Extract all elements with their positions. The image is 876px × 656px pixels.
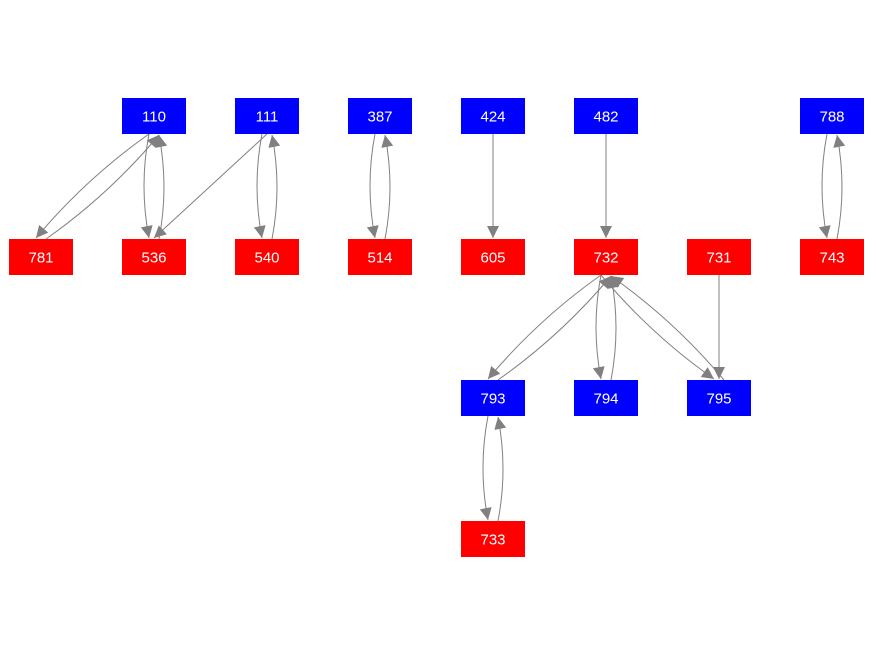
node-box bbox=[574, 239, 638, 275]
node-795[interactable]: 795 bbox=[687, 380, 751, 416]
node-box bbox=[122, 239, 186, 275]
edge-743-to-788 bbox=[833, 134, 846, 240]
edge-111-to-540 bbox=[253, 133, 266, 239]
node-label: 111 bbox=[256, 109, 279, 126]
node-label: 788 bbox=[819, 109, 844, 126]
node-label: 795 bbox=[706, 391, 731, 408]
node-label: 743 bbox=[819, 250, 844, 267]
nodes-layer: 110 111 387 424 482 788 781 536 540 514 605 732 731 7… bbox=[9, 98, 864, 557]
edge-733-to-793 bbox=[494, 416, 507, 522]
node-label: 424 bbox=[480, 109, 505, 126]
node-424[interactable]: 424 bbox=[461, 98, 525, 134]
node-794[interactable]: 794 bbox=[574, 380, 638, 416]
node-box bbox=[461, 380, 525, 416]
edge-781-to-110 bbox=[45, 134, 160, 240]
node-box bbox=[348, 98, 412, 134]
node-label: 540 bbox=[254, 250, 279, 267]
edge-732-to-795 bbox=[600, 274, 715, 380]
edge-788-to-743 bbox=[818, 133, 831, 239]
node-box bbox=[687, 239, 751, 275]
edge-110-to-781 bbox=[35, 133, 150, 239]
node-label: 732 bbox=[593, 250, 618, 267]
node-box bbox=[687, 380, 751, 416]
node-788[interactable]: 788 bbox=[800, 98, 864, 134]
node-label: 536 bbox=[141, 250, 166, 267]
edge-793-to-732 bbox=[497, 275, 612, 381]
node-box bbox=[461, 98, 525, 134]
node-label: 794 bbox=[593, 391, 618, 408]
node-733[interactable]: 733 bbox=[461, 521, 525, 557]
node-box bbox=[235, 98, 299, 134]
edge-387-to-514 bbox=[366, 133, 379, 239]
node-label: 733 bbox=[480, 532, 505, 549]
node-box bbox=[461, 239, 525, 275]
node-label: 514 bbox=[367, 250, 392, 267]
edges-layer bbox=[35, 133, 846, 522]
node-box bbox=[235, 239, 299, 275]
node-label: 605 bbox=[480, 250, 505, 267]
node-box bbox=[348, 239, 412, 275]
node-731[interactable]: 731 bbox=[687, 239, 751, 275]
node-box bbox=[9, 239, 73, 275]
node-label: 387 bbox=[367, 109, 392, 126]
edge-536-to-110 bbox=[155, 134, 168, 240]
node-514[interactable]: 514 bbox=[348, 239, 412, 275]
node-box bbox=[574, 98, 638, 134]
node-111[interactable]: 111 bbox=[235, 98, 299, 134]
node-box bbox=[574, 380, 638, 416]
node-box bbox=[461, 521, 525, 557]
edge-732-to-794 bbox=[592, 274, 605, 380]
node-387[interactable]: 387 bbox=[348, 98, 412, 134]
node-label: 781 bbox=[28, 250, 53, 267]
edge-110-to-536 bbox=[140, 133, 153, 239]
node-box bbox=[800, 239, 864, 275]
node-540[interactable]: 540 bbox=[235, 239, 299, 275]
node-box bbox=[800, 98, 864, 134]
edge-540-to-111 bbox=[268, 134, 281, 240]
node-732[interactable]: 732 bbox=[574, 239, 638, 275]
edge-793-to-733 bbox=[479, 415, 492, 521]
edge-732-to-793 bbox=[487, 274, 602, 380]
node-482[interactable]: 482 bbox=[574, 98, 638, 134]
node-label: 482 bbox=[593, 109, 618, 126]
node-label: 793 bbox=[480, 391, 505, 408]
node-605[interactable]: 605 bbox=[461, 239, 525, 275]
edge-111-to-536 bbox=[153, 133, 268, 239]
edge-514-to-387 bbox=[381, 134, 394, 240]
node-box bbox=[122, 98, 186, 134]
node-781[interactable]: 781 bbox=[9, 239, 73, 275]
node-110[interactable]: 110 bbox=[122, 98, 186, 134]
node-label: 731 bbox=[706, 250, 731, 267]
node-536[interactable]: 536 bbox=[122, 239, 186, 275]
node-793[interactable]: 793 bbox=[461, 380, 525, 416]
node-743[interactable]: 743 bbox=[800, 239, 864, 275]
edge-795-to-732 bbox=[610, 275, 725, 381]
node-label: 110 bbox=[142, 109, 166, 126]
